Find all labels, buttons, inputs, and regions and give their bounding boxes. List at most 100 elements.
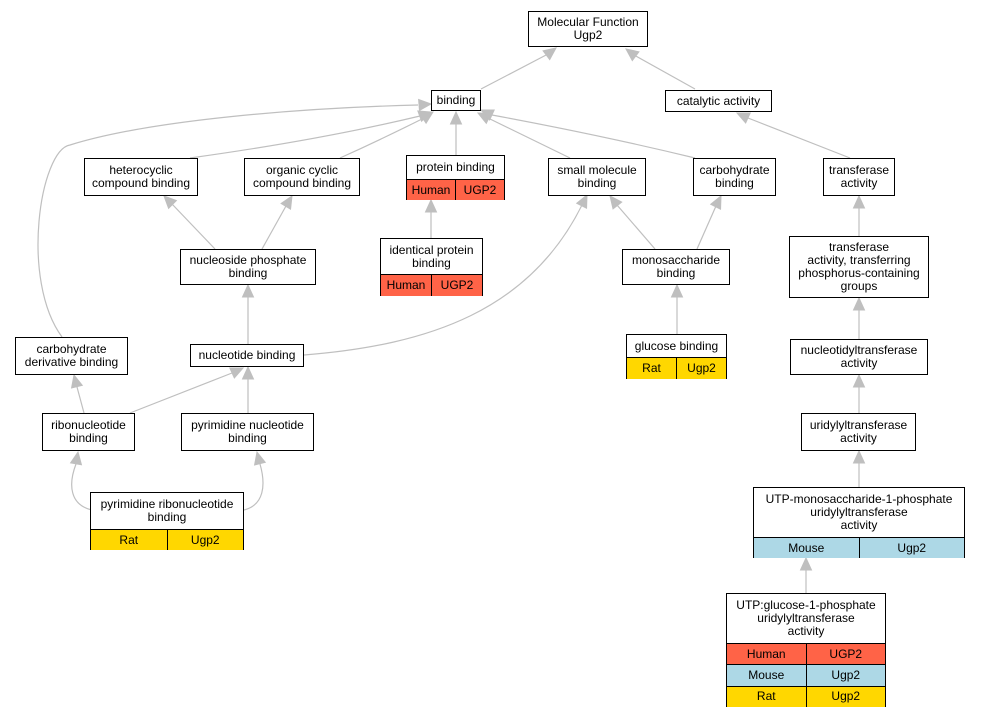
go-term-utp-glucose[interactable]: UTP:glucose-1-phosphate uridylyltransfer… — [726, 593, 886, 707]
edge-line — [747, 117, 851, 159]
edge-ribonucleotide-to-carb-derivative — [70, 373, 85, 414]
go-term-label: UTP:glucose-1-phosphate uridylyltransfer… — [736, 598, 876, 638]
edge-line — [696, 205, 717, 250]
go-term-nucleoside-phosphate[interactable]: nucleoside phosphate binding — [180, 249, 316, 285]
go-term-label: nucleoside phosphate binding — [189, 253, 307, 280]
edge-arrowhead — [670, 283, 684, 298]
edge-arrowhead — [241, 365, 255, 380]
edge-organic-cyclic-to-binding — [339, 111, 434, 159]
edge-utp-mono-to-uridylyl — [852, 449, 866, 487]
go-term-binding[interactable]: binding — [431, 90, 481, 111]
species-cell: Human — [746, 646, 786, 661]
go-term-mf[interactable]: Molecular Function Ugp2 — [528, 11, 648, 47]
edge-nucleotidyl-to-transferase-phos — [852, 296, 866, 339]
edge-arrowhead — [70, 373, 84, 389]
edge-line — [129, 372, 233, 414]
go-term-catalytic[interactable]: catalytic activity — [665, 90, 772, 112]
go-term-label: carbohydrate binding — [699, 163, 770, 190]
edge-arrowhead — [424, 198, 438, 213]
go-term-label: ribonucleotide binding — [51, 418, 126, 445]
edge-line — [171, 203, 216, 250]
go-term-carb-derivative[interactable]: carbohydrate derivative binding — [15, 337, 128, 375]
edge-line — [633, 54, 696, 90]
edge-line — [616, 204, 656, 250]
edge-line — [491, 114, 696, 159]
gene-cell: UGP2 — [805, 644, 886, 665]
edge-arrowhead — [852, 373, 866, 388]
go-term-transferase[interactable]: transferase activity — [823, 158, 895, 196]
go-term-nucleotidyl[interactable]: nucleotidyltransferase activity — [790, 339, 928, 375]
go-term-label: uridylyltransferase activity — [809, 418, 908, 445]
go-term-label: transferase activity — [828, 163, 890, 190]
edge-pyrimidine-ribo-to-ribonucleotide — [69, 450, 93, 511]
go-term-label: Molecular Function Ugp2 — [537, 15, 639, 42]
go-term-heterocyclic[interactable]: heterocyclic compound binding — [84, 158, 198, 196]
annotation-row: Human UGP2 — [407, 179, 504, 200]
species-cell: Rat — [642, 361, 661, 375]
go-term-label: organic cyclic compound binding — [252, 163, 352, 190]
edge-arrowhead — [229, 367, 245, 379]
annotation-row: Rat Ugp2 — [91, 529, 243, 550]
edge-nucleotide-to-small-molecule — [303, 193, 588, 356]
edge-arrowhead — [479, 109, 495, 121]
gene-cell: Ugp2 — [805, 686, 886, 707]
gene-cell: Ugp2 — [858, 538, 965, 558]
edge-line — [303, 204, 583, 356]
annotation-row: Human UGP2 — [727, 643, 886, 665]
edge-pyrimidine-nucleotide-to-nucleotide — [241, 365, 255, 413]
go-term-nucleotide[interactable]: nucleotide binding — [190, 344, 304, 367]
edge-line — [243, 463, 264, 511]
go-term-monosaccharide[interactable]: monosaccharide binding — [622, 249, 730, 285]
annotation-row: Rat Ugp2 — [627, 357, 726, 379]
species-cell: Human — [411, 182, 451, 197]
go-term-label: pyrimidine ribonucleotide binding — [100, 497, 234, 524]
go-term-ribonucleotide[interactable]: ribonucleotide binding — [42, 413, 135, 451]
edge-nucleoside-phosphate-to-heterocyclic — [163, 195, 216, 250]
edge-arrowhead — [449, 110, 463, 125]
edge-arrowhead — [852, 194, 866, 209]
edge-arrowhead — [625, 48, 640, 62]
edge-line — [71, 463, 93, 511]
species-cell: Rat — [119, 532, 139, 547]
go-term-transferase-phos[interactable]: transferase activity, transferring phosp… — [789, 236, 929, 298]
go-term-carbohydrate-binding[interactable]: carbohydrate binding — [693, 158, 776, 196]
go-term-pyrimidine-nucleotide[interactable]: pyrimidine nucleotide binding — [181, 413, 314, 451]
go-term-label: nucleotidyltransferase activity — [800, 343, 918, 370]
edge-protein-binding-to-binding — [449, 110, 463, 155]
gene-cell: UGP2 — [455, 180, 504, 200]
go-term-small-molecule[interactable]: small molecule binding — [548, 158, 646, 196]
go-term-label: catalytic activity — [676, 93, 761, 108]
edge-uridylyl-to-nucleotidyl — [852, 373, 866, 413]
gene-cell: Ugp2 — [676, 358, 726, 379]
edge-nucleotide-to-nucleoside-phosphate — [241, 283, 255, 344]
edge-arrowhead — [799, 556, 813, 571]
edge-line — [261, 205, 287, 250]
edge-small-molecule-to-binding — [476, 112, 571, 159]
edge-line — [480, 53, 549, 90]
edge-line — [487, 117, 571, 159]
species-cell: Rat — [756, 689, 776, 704]
edge-arrowhead — [419, 111, 434, 125]
edge-binding-to-mf — [480, 47, 557, 90]
go-term-label: binding — [436, 93, 476, 107]
edge-utp-glucose-to-utp-mono — [799, 556, 813, 593]
gene-cell: Ugp2 — [166, 530, 244, 550]
edge-arrowhead — [241, 283, 255, 298]
go-term-uridylyl[interactable]: uridylyltransferase activity — [801, 413, 916, 451]
go-term-utp-mono[interactable]: UTP-monosaccharide-1-phosphate uridylylt… — [753, 487, 965, 558]
edge-arrowhead — [709, 194, 722, 210]
gene-cell: UGP2 — [431, 275, 482, 296]
edge-line — [37, 104, 419, 338]
go-term-label: protein binding — [416, 160, 495, 174]
edge-arrowhead — [542, 47, 557, 61]
edge-line — [189, 115, 421, 159]
edge-nucleoside-phosphate-to-organic-cyclic — [261, 194, 293, 250]
go-term-organic-cyclic[interactable]: organic cyclic compound binding — [244, 158, 360, 196]
